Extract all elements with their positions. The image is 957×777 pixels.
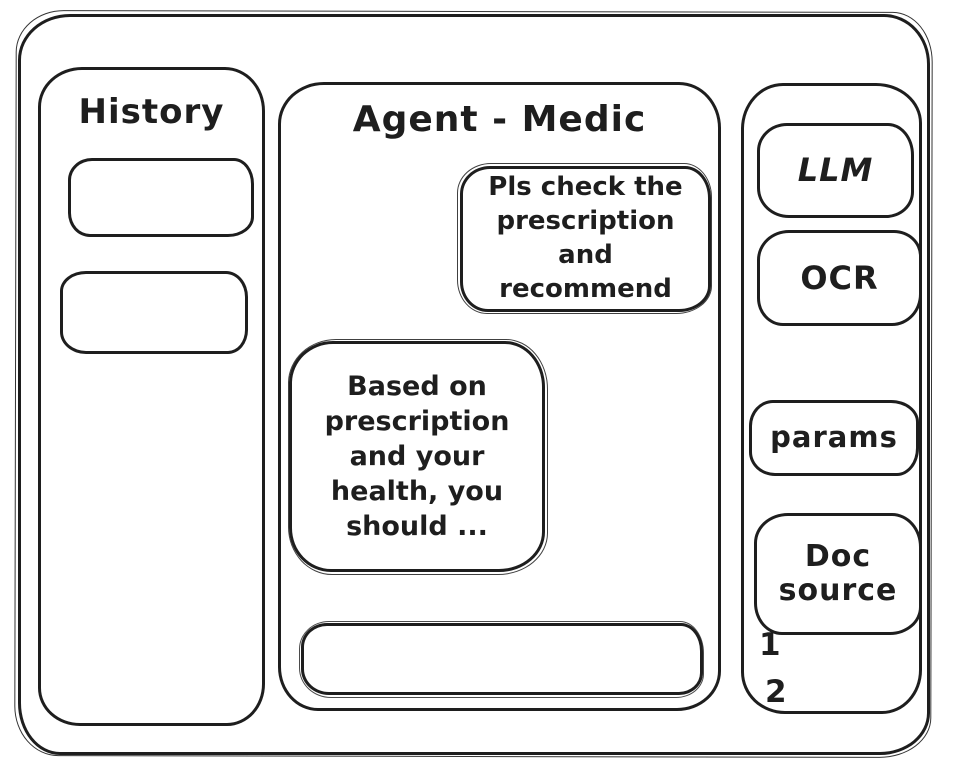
history-item[interactable] [60, 271, 248, 354]
history-item[interactable] [68, 158, 254, 237]
assistant-message-bubble: Based on prescription and your health, y… [288, 339, 548, 575]
chat-panel: Agent - Medic Pls check the prescription… [278, 82, 721, 711]
params-button[interactable]: params [749, 400, 919, 476]
doc-source-item-number: 2 [765, 674, 787, 710]
history-panel: History [38, 67, 265, 726]
user-message-text: Pls check the prescription and recommend [488, 172, 683, 304]
user-message-bubble: Pls check the prescription and recommend [457, 163, 712, 314]
doc-source-button[interactable]: Doc source [754, 513, 922, 635]
tools-panel: LLM OCR params Doc source 1 2 [741, 83, 922, 714]
llm-button[interactable]: LLM [757, 123, 914, 218]
app-window-frame: History Agent - Medic Pls check the pres… [18, 14, 930, 755]
ocr-button[interactable]: OCR [757, 230, 922, 326]
message-input[interactable] [299, 621, 704, 698]
assistant-message-text: Based on prescription and your health, y… [324, 370, 510, 543]
chat-title: Agent - Medic [352, 99, 647, 140]
doc-source-item-number: 1 [759, 627, 781, 663]
history-title: History [78, 92, 225, 132]
